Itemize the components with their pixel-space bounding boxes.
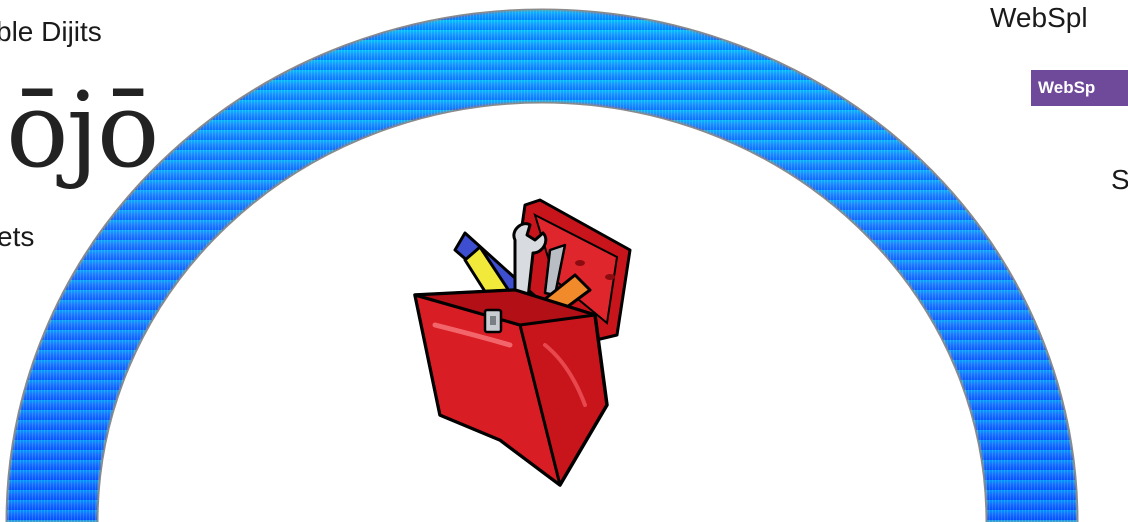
websphere-logo: WebSp bbox=[1031, 70, 1128, 106]
right-heading: WebSpl bbox=[990, 4, 1088, 32]
left-subheading: ets bbox=[0, 223, 34, 251]
dojo-logo: ōjō bbox=[6, 78, 157, 182]
right-subheading: S bbox=[1111, 166, 1128, 194]
toolbox-icon bbox=[395, 195, 635, 490]
left-heading: ble Dijits bbox=[0, 18, 102, 46]
